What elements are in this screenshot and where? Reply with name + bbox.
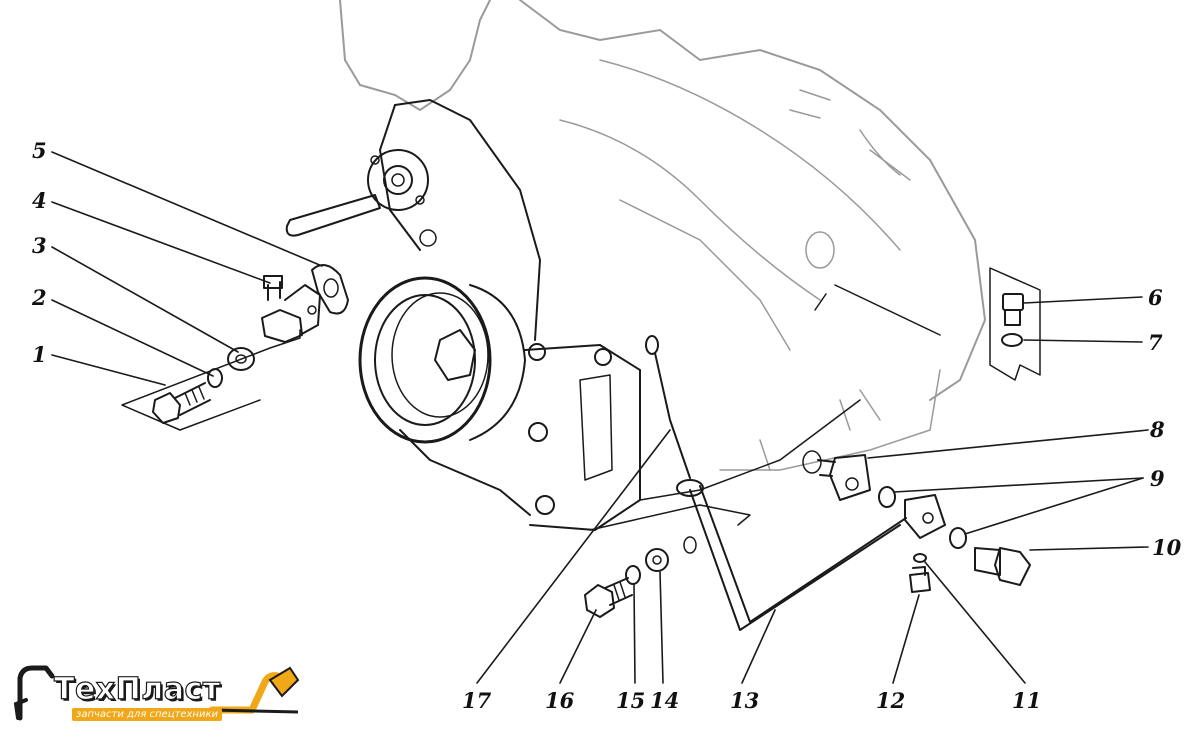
callout-9: 9 — [1150, 466, 1165, 491]
callout-7: 7 — [1148, 330, 1163, 355]
oil-line-group — [676, 454, 1031, 631]
callout-3: 3 — [32, 233, 47, 258]
callout-12: 12 — [876, 688, 905, 713]
callout-17: 17 — [462, 688, 492, 713]
brand-tagline: запчасти для спецтехники — [72, 708, 222, 721]
callout-5: 5 — [32, 138, 47, 163]
callout-11: 11 — [1012, 688, 1041, 713]
brand-name: ТехПласт — [53, 671, 221, 707]
leader-lines — [51, 151, 1149, 684]
plug-group — [814, 267, 1041, 381]
lower-bolt-group — [584, 548, 669, 618]
callout-4: 4 — [32, 188, 47, 213]
callout-16: 16 — [545, 688, 575, 713]
callout-15: 15 — [616, 688, 645, 713]
brand-logo: ТехПласт запчасти для спецтехники — [12, 660, 302, 726]
dipstick-drawing — [589, 335, 751, 531]
callout-6: 6 — [1148, 285, 1163, 310]
excavator-icon — [13, 665, 300, 721]
callout-13: 13 — [730, 688, 759, 713]
callout-10: 10 — [1152, 535, 1182, 560]
callout-14: 14 — [650, 688, 679, 713]
fitting-gasket-group — [261, 264, 349, 343]
engine-block-drawing — [285, 0, 987, 554]
callout-1: 1 — [32, 342, 47, 367]
callout-2: 2 — [31, 285, 47, 310]
callout-8: 8 — [1149, 417, 1165, 442]
callout-labels: 1 2 3 4 5 6 7 8 9 10 11 12 13 14 15 16 1… — [31, 138, 1182, 713]
